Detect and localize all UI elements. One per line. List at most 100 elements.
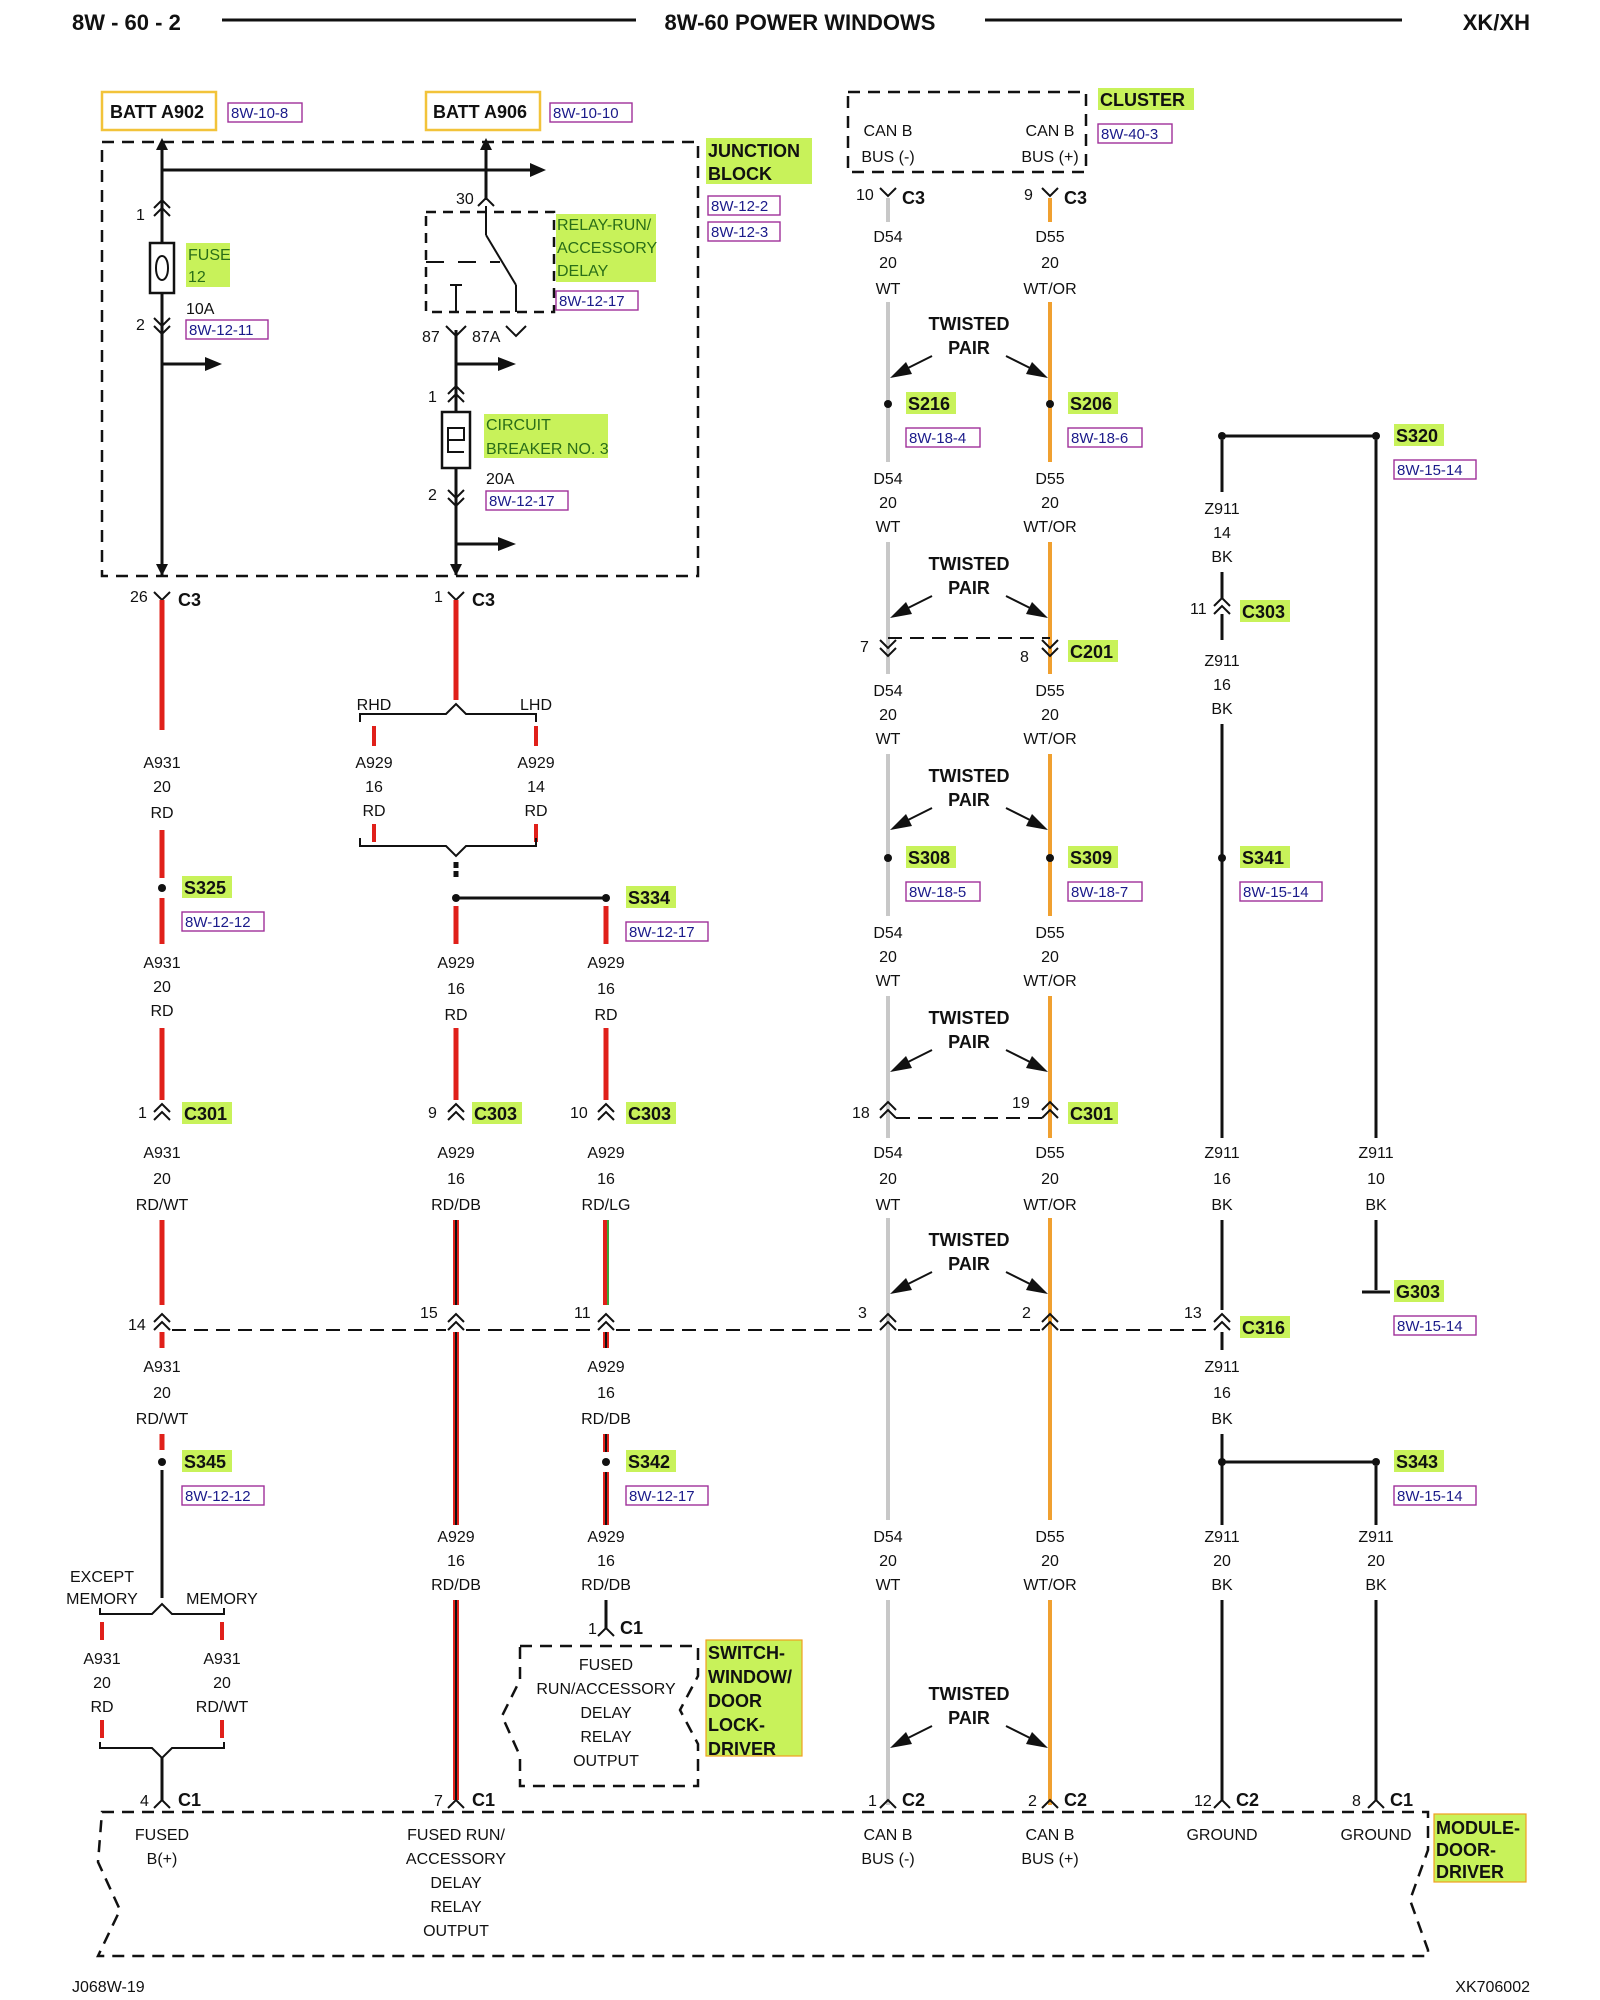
s342-ref[interactable]: 8W-12-17 [629, 1488, 695, 1505]
fuse-12-ref[interactable]: 8W-12-11 [189, 322, 253, 339]
a929-l-label-3: A929 [437, 1529, 474, 1546]
d54-color-6: WT [876, 1577, 901, 1594]
s308-ref[interactable]: 8W-18-5 [909, 884, 966, 901]
z911-gauge-2: 16 [1213, 677, 1231, 694]
s343-dot [1372, 1458, 1380, 1466]
switch-c1-pin-1: 1 [588, 1621, 597, 1638]
module-door-driver: MODULE- DOOR- DRIVER FUSED B(+) FUSED RU… [96, 1810, 1527, 1958]
twisted-pair-4: TWISTED PAIR [890, 1008, 1048, 1072]
z911-gauge-3: 16 [1213, 1171, 1231, 1188]
drawing-code: XK706002 [1455, 1979, 1530, 1996]
d54-gauge-3: 20 [879, 707, 897, 724]
g303-ref[interactable]: 8W-15-14 [1397, 1318, 1463, 1335]
s343-ref[interactable]: 8W-15-14 [1397, 1488, 1463, 1505]
s206-ref[interactable]: 8W-18-6 [1071, 430, 1128, 447]
module-pin-run-1: FUSED RUN/ [407, 1827, 505, 1844]
c1-label-b: C1 [472, 1790, 495, 1810]
jb-c3-connectors: 26 C3 1 C3 [130, 589, 495, 610]
s334-ref[interactable]: 8W-12-17 [629, 924, 695, 941]
header: 8W - 60 - 2 8W-60 POWER WINDOWS XK/XH [72, 10, 1530, 35]
junction-block-ref-2[interactable]: 8W-12-3 [711, 224, 768, 241]
switch-window-door-lock-driver: FUSED RUN/ACCESSORY DELAY RELAY OUTPUT S… [500, 1639, 803, 1788]
batt-a902-ref[interactable]: 8W-10-8 [231, 105, 288, 122]
d54-label-1: D54 [873, 229, 902, 246]
a931-label-2: A931 [143, 955, 180, 972]
c1-label-c: C1 [1390, 1790, 1413, 1810]
twisted-pair-6-line-2: PAIR [948, 1708, 990, 1728]
except-memory-2: MEMORY [66, 1591, 138, 1608]
relay-ref[interactable]: 8W-12-17 [559, 293, 625, 310]
breaker-label-2: BREAKER NO. 3 [486, 441, 609, 458]
twisted-pair-6: TWISTED PAIR [890, 1684, 1048, 1748]
d55-gauge-2: 20 [1041, 495, 1059, 512]
s325-label: S325 [184, 878, 226, 898]
cluster-canm-2: BUS (-) [861, 149, 914, 166]
a931-color-4: RD/WT [136, 1411, 189, 1428]
a929-l-gauge-1: 16 [447, 981, 465, 998]
a931-gauge-4: 20 [153, 1385, 171, 1402]
batt-a906-ref[interactable]: 8W-10-10 [553, 105, 619, 122]
a931-memory-label: A931 [203, 1651, 240, 1668]
batt-a906: BATT A906 8W-10-10 [424, 90, 633, 132]
junction-block-ref-1[interactable]: 8W-12-2 [711, 198, 768, 215]
twisted-pair-5: TWISTED PAIR [890, 1230, 1048, 1294]
c316-pin-13: 13 [1184, 1305, 1202, 1322]
twisted-pair-5-line-1: TWISTED [929, 1230, 1010, 1250]
c301-pin-18: 18 [852, 1105, 870, 1122]
switch-name-3: DOOR [708, 1691, 762, 1711]
a929-r-gauge-1: 16 [597, 981, 615, 998]
c303-pin-11: 11 [1190, 601, 1207, 618]
z911-label-3: Z911 [1204, 1145, 1239, 1162]
s345-ref[interactable]: 8W-12-12 [185, 1488, 251, 1505]
c3-pin-1: 1 [434, 589, 443, 606]
c301-pin-19: 19 [1012, 1095, 1030, 1112]
module-pin-canp-1: CAN B [1026, 1827, 1075, 1844]
c201-label: C201 [1070, 642, 1113, 662]
module-name-2: DOOR- [1436, 1840, 1496, 1860]
c1-pin-8: 8 [1352, 1793, 1361, 1810]
relay-label-2: ACCESSORY [557, 240, 658, 257]
d55-color-3: WT/OR [1023, 731, 1076, 748]
c303-label-c: C303 [1242, 602, 1285, 622]
fuse-pin-1: 1 [136, 207, 145, 224]
c303-pin-10: 10 [570, 1105, 588, 1122]
g303-label: G303 [1396, 1282, 1440, 1302]
a931-except-color: RD [90, 1699, 113, 1716]
c316-pin-15: 15 [420, 1305, 438, 1322]
page-title: 8W-60 POWER WINDOWS [665, 10, 936, 35]
z911-label-2: Z911 [1204, 653, 1239, 670]
c2-label-b: C2 [1064, 1790, 1087, 1810]
s325-ref[interactable]: 8W-12-12 [185, 914, 251, 931]
cluster-ref[interactable]: 8W-40-3 [1101, 126, 1158, 143]
d55-label-1: D55 [1035, 229, 1064, 246]
c303-label-a: C303 [474, 1104, 517, 1124]
d55-gauge-3: 20 [1041, 707, 1059, 724]
z911-g-label: Z911 [1358, 1145, 1393, 1162]
s341-ref[interactable]: 8W-15-14 [1243, 884, 1309, 901]
s334-label: S334 [628, 888, 670, 908]
c3-label-a: C3 [178, 590, 201, 610]
d55-color-1: WT/OR [1023, 281, 1076, 298]
switch-name-1: SWITCH- [708, 1643, 785, 1663]
relay-icon [424, 210, 556, 314]
c2-label-a: C2 [902, 1790, 925, 1810]
s216-ref[interactable]: 8W-18-4 [909, 430, 966, 447]
breaker-ref[interactable]: 8W-12-17 [489, 493, 555, 510]
d54-label-2: D54 [873, 471, 902, 488]
relay-label-3: DELAY [557, 263, 609, 280]
c2-pin-2: 2 [1028, 1793, 1037, 1810]
s206-dot [1046, 400, 1054, 408]
s309-ref[interactable]: 8W-18-7 [1071, 884, 1128, 901]
switch-c1-label: C1 [620, 1618, 643, 1638]
d54-color-3: WT [876, 731, 901, 748]
d55-gauge-5: 20 [1041, 1171, 1059, 1188]
a931-label-1: A931 [143, 755, 180, 772]
d55-label-4: D55 [1035, 925, 1064, 942]
module-name-3: DRIVER [1436, 1862, 1504, 1882]
s320-ref[interactable]: 8W-15-14 [1397, 462, 1463, 479]
d54-gauge-6: 20 [879, 1553, 897, 1570]
switch-name-2: WINDOW/ [708, 1667, 792, 1687]
s320-label: S320 [1396, 426, 1438, 446]
cluster-canm-1: CAN B [864, 123, 913, 140]
except-memory-1: EXCEPT [70, 1569, 134, 1586]
